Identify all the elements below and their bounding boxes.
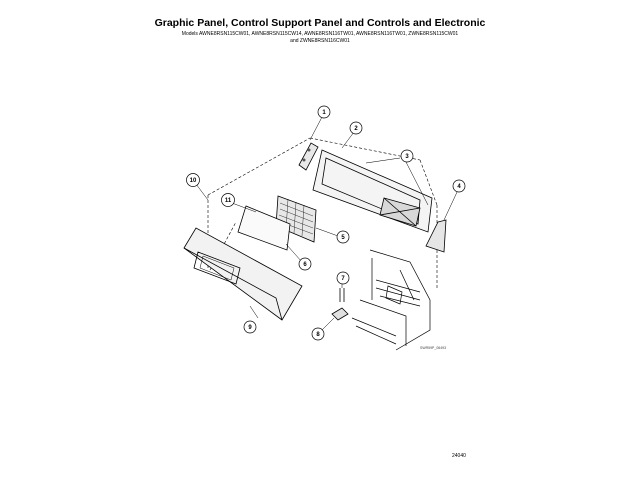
callout-8: 8	[311, 327, 325, 341]
model-list-line-2: and ZWNE8RSN116CW01	[290, 37, 350, 44]
callout-3: 3	[400, 149, 414, 163]
svg-text:11: 11	[225, 198, 232, 204]
page-number: 24040	[452, 453, 466, 459]
callout-11: 11	[221, 193, 235, 207]
part-3-leaders	[365, 157, 429, 206]
svg-text:7: 7	[341, 276, 345, 282]
part-6-leader	[285, 243, 303, 263]
callout-9: 9	[243, 320, 257, 334]
svg-text:10: 10	[190, 178, 197, 184]
svg-text:6: 6	[303, 262, 307, 268]
part-11-overlay	[231, 202, 291, 251]
model-list-line-1: Models AWNE8RSN115CW01, AWNE8RSN115CW14,…	[181, 31, 459, 37]
callout-7: 7	[336, 271, 350, 285]
part-9-graphic-panel	[183, 227, 303, 321]
range-body	[351, 249, 431, 351]
svg-text:9: 9	[248, 325, 252, 331]
callout-5: 5	[336, 230, 350, 244]
callout-10: 10	[186, 173, 200, 187]
page-title: Graphic Panel, Control Support Panel and…	[154, 17, 486, 29]
part-4-end-cap	[425, 189, 459, 253]
svg-text:2: 2	[354, 126, 358, 132]
callout-2: 2	[349, 121, 363, 135]
model-list: Models AWNE8RSN115CW01, AWNE8RSN115CW14,…	[0, 31, 640, 44]
callout-6: 6	[298, 257, 312, 271]
part-5-control-board	[275, 195, 339, 243]
part-2-control-support-panel	[312, 131, 433, 233]
callout-1: 1	[317, 105, 331, 119]
part-1-bracket	[298, 116, 323, 171]
svg-text:8: 8	[316, 332, 320, 338]
part-7-knob-shaft	[339, 282, 345, 302]
callouts: 1 2 3 4 5 6 7 8	[186, 105, 466, 341]
svg-text:3: 3	[405, 154, 409, 160]
part-10-leader	[195, 183, 209, 201]
svg-text:1: 1	[322, 110, 326, 116]
part-8-clip	[321, 307, 349, 331]
callout-4: 4	[452, 179, 466, 193]
svg-text:4: 4	[457, 184, 461, 190]
figure-code: SWR59P_06493	[420, 346, 447, 350]
svg-text:5: 5	[341, 235, 345, 241]
